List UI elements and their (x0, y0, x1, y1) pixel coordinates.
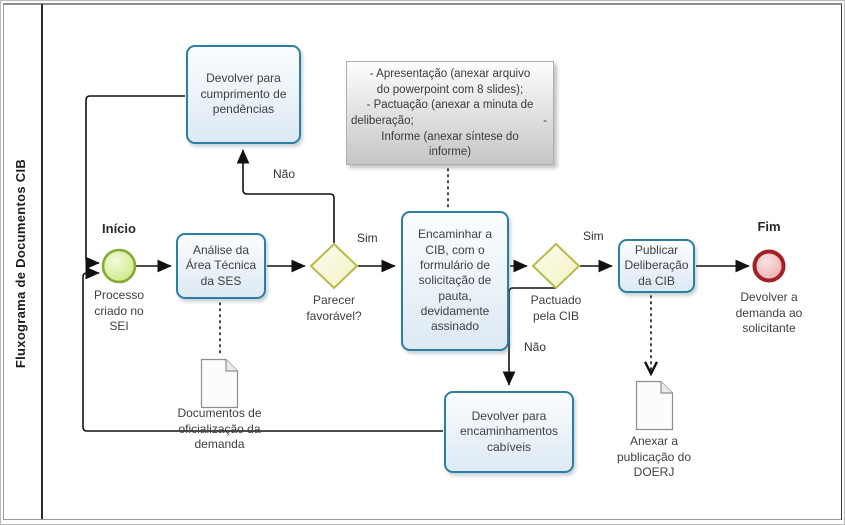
note-line: Informe (anexar síntese do (381, 130, 519, 143)
note-line: do powerpoint com 8 slides); (376, 83, 524, 96)
task-analise: Análise da Área Técnica da SES (176, 233, 266, 299)
note-stray-dash: - (543, 114, 547, 127)
note-line: informe) (428, 146, 472, 159)
task-publicar: Publicar Deliberação da CIB (618, 239, 695, 293)
task-encaminhar: Encaminhar a CIB, com o formulário de so… (401, 211, 509, 351)
pool-border (3, 3, 842, 520)
edge-label-pactuado-nao: Não (524, 340, 547, 354)
note-line: - Pactuação (anexar a minuta de (366, 99, 534, 112)
gateway-pactuado-diamond (531, 242, 581, 290)
document-icon-doerj (635, 380, 674, 431)
task-publicar-label: Publicar Deliberação da CIB (624, 242, 689, 288)
edge-label-pactuado-sim: Sim (583, 229, 604, 243)
note-line: deliberação; - (351, 114, 549, 130)
flow-devolver-pendencias-to-start (85, 95, 185, 270)
pool-title-divider (41, 4, 43, 519)
task-devolver-pendencias: Devolver para cumprimento de pendências (186, 45, 301, 144)
task-devolver-pendencias-label: Devolver para cumprimento de pendências (200, 71, 287, 117)
end-event-label: Fim (757, 219, 781, 234)
start-event-circle (101, 248, 137, 284)
document-oficializacao-label: Documentos de oficialização da demanda (177, 406, 262, 452)
edge-label-parecer-nao: Não (273, 167, 296, 181)
task-analise-label: Análise da Área Técnica da SES (185, 242, 257, 288)
gateway-parecer-label: Parecer favorável? (306, 293, 362, 323)
end-event-circle (752, 249, 786, 283)
document-icon-oficializacao (200, 358, 239, 409)
gateway-pactuado-label: Pactuado pela CIB (530, 293, 582, 323)
flow-gw-pactuado-nao-to-devolver-encaminhamentos (502, 287, 556, 386)
task-encaminhar-label: Encaminhar a CIB, com o formulário de so… (417, 227, 493, 334)
note-line: - Apresentação (anexar arquivo (369, 68, 531, 80)
document-doerj-label: Anexar a publicação do DOERJ (616, 434, 692, 480)
task-devolver-encaminhamentos-label: Devolver para encaminhamentos cabíveis (459, 408, 559, 454)
gateway-parecer-diamond (309, 242, 359, 290)
flow-devolver-encaminhamentos-to-start (82, 266, 443, 432)
start-event-label: Início (102, 221, 136, 236)
annotation-note: - Apresentação (anexar arquivo do powerp… (346, 61, 554, 165)
end-event-annotation: Devolver a demanda ao solicitante (735, 290, 803, 336)
start-event-annotation: Processo criado no SEI (93, 288, 145, 334)
flow-gw-parecer-nao-to-devolver-pendencias (236, 149, 335, 243)
task-devolver-encaminhamentos: Devolver para encaminhamentos cabíveis (444, 391, 574, 473)
edge-label-parecer-sim: Sim (357, 231, 378, 245)
